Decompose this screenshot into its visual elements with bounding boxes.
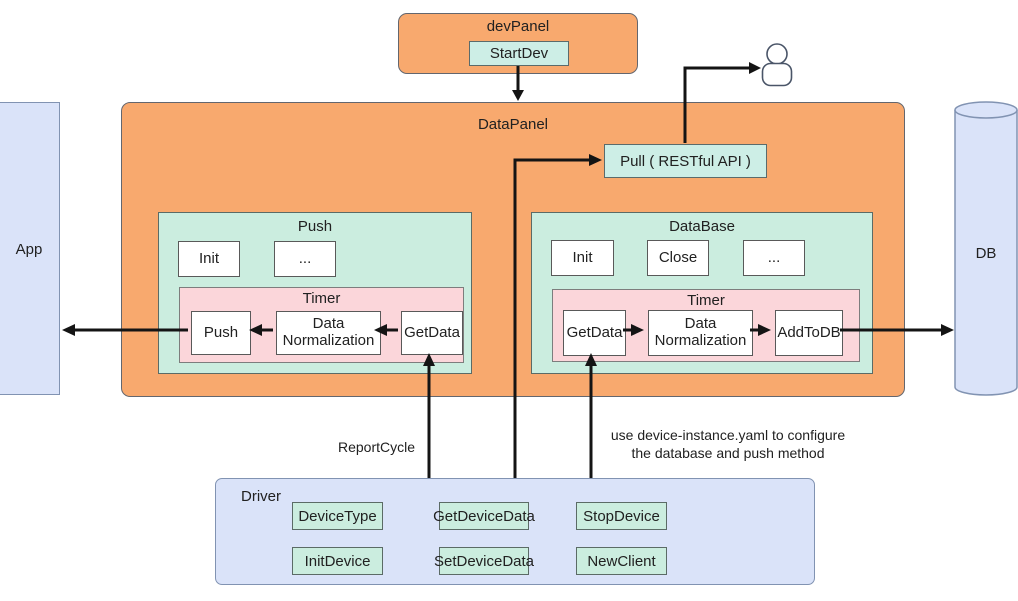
setdevicedata-button: SetDeviceData — [434, 547, 534, 575]
database-timer: Timer GetData Data Normalization AddToDB — [552, 289, 860, 362]
newclient-button: NewClient — [576, 547, 667, 575]
dev-panel-title: devPanel — [486, 18, 550, 35]
getdevicedata-button: GetDeviceData — [433, 502, 535, 530]
reportcycle-label: ReportCycle — [337, 439, 415, 455]
push-group: Push Init ... Timer Push Data Normalizat… — [158, 212, 472, 374]
database-timer-title: Timer — [687, 292, 725, 309]
yaml-note-line1: use device-instance.yaml to configure — [610, 427, 846, 443]
data-panel: DataPanel Pull ( RESTful API ) Push Init… — [121, 102, 905, 397]
data-panel-title: DataPanel — [477, 116, 549, 133]
initdevice-button: InitDevice — [292, 547, 383, 575]
database-close-node: Close — [647, 240, 709, 276]
dev-panel: devPanel StartDev — [398, 13, 638, 74]
app-node: App — [0, 102, 60, 395]
push-getdata-node: GetData — [401, 311, 463, 355]
db-cylinder-icon — [954, 101, 1018, 396]
database-ellipsis-node: ... — [743, 240, 805, 276]
devicetype-button: DeviceType — [292, 502, 383, 530]
pull-restful-api-node: Pull ( RESTful API ) — [604, 144, 767, 178]
database-group: DataBase Init Close ... Timer GetData Da… — [531, 212, 873, 374]
driver-panel: Driver DeviceType GetDeviceData StopDevi… — [215, 478, 815, 585]
app-label: App — [15, 241, 43, 258]
database-init-node: Init — [551, 240, 614, 276]
push-timer: Timer Push Data Normalization GetData — [179, 287, 464, 363]
database-addtodb-node: AddToDB — [775, 310, 843, 356]
yaml-note: use device-instance.yaml to configure th… — [597, 427, 859, 462]
startdev-button: StartDev — [469, 41, 569, 66]
db-label: DB — [975, 245, 997, 262]
push-timer-title: Timer — [302, 290, 341, 307]
stopdevice-button: StopDevice — [576, 502, 667, 530]
database-getdata-node: GetData — [563, 310, 626, 356]
push-init-node: Init — [178, 241, 240, 277]
push-ellipsis-node: ... — [274, 241, 336, 277]
yaml-note-line2: the database and push method — [631, 444, 825, 461]
push-step-node: Push — [191, 311, 251, 355]
push-group-title: Push — [297, 218, 333, 235]
database-group-title: DataBase — [669, 218, 735, 235]
push-data-normalization-node: Data Normalization — [276, 311, 381, 355]
database-data-normalization-node: Data Normalization — [648, 310, 753, 356]
driver-title: Driver — [241, 488, 281, 505]
